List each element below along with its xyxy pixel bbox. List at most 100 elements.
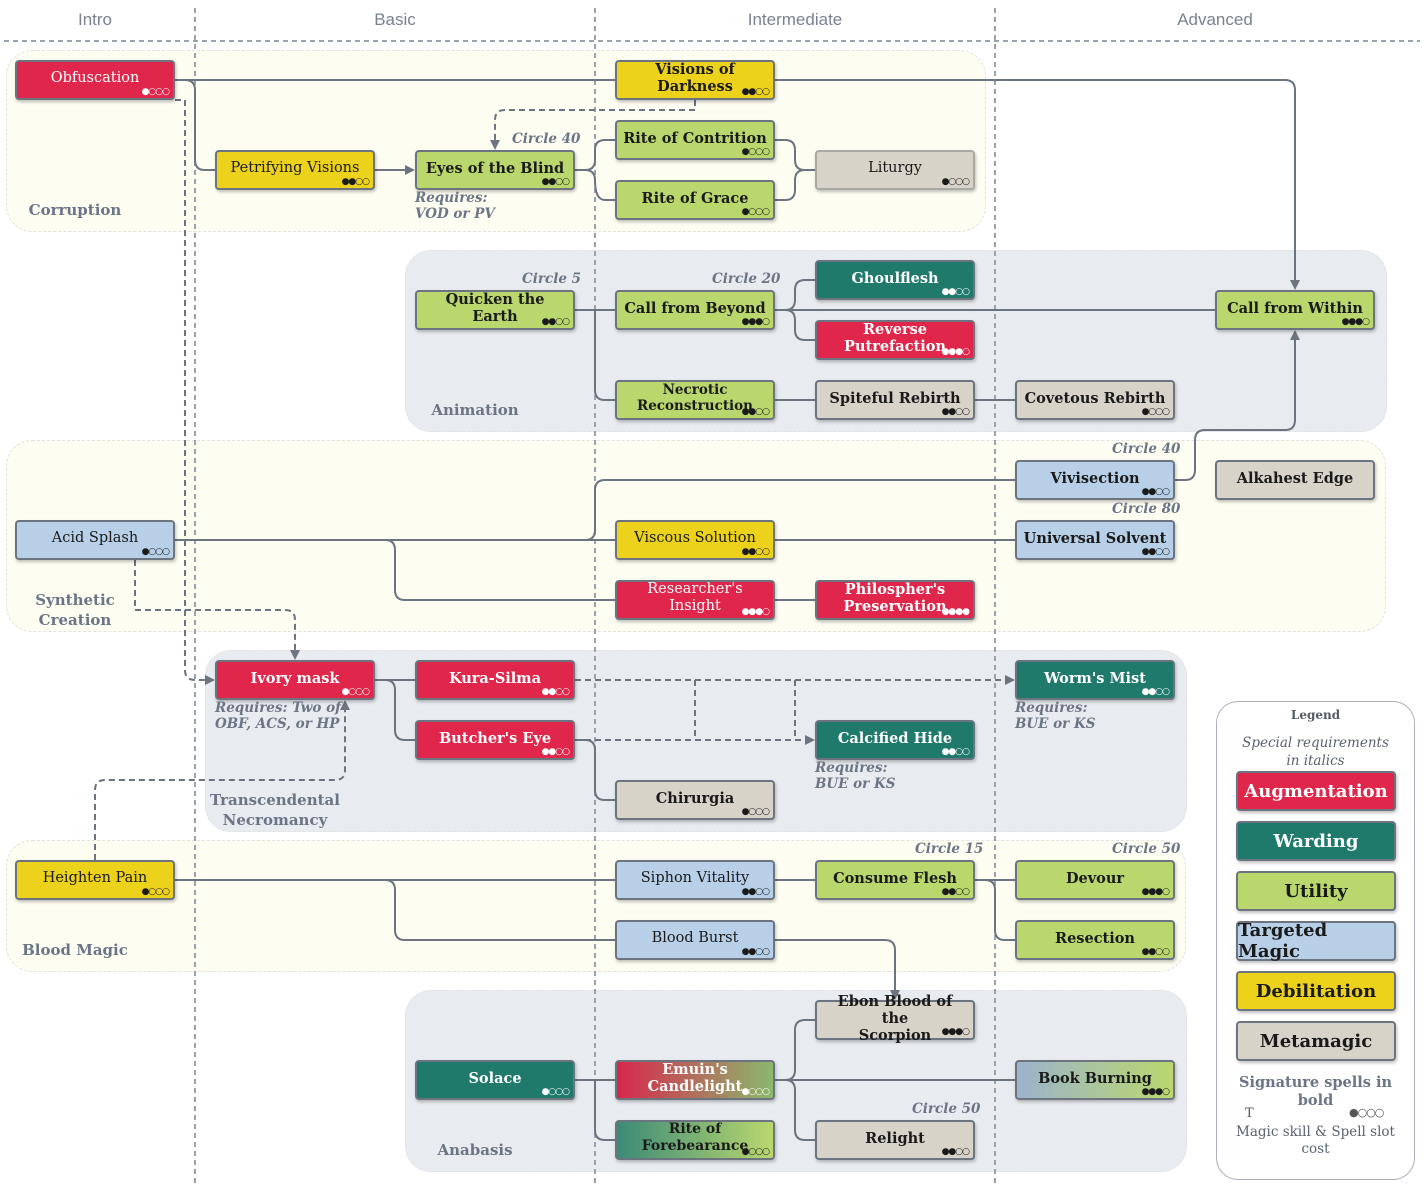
spell-visions-of-darkness[interactable]: Visions of Darkness ●●○○ [615, 60, 775, 100]
spell-label: Blood Burst [651, 929, 739, 946]
cost-dots: ●○○○ [741, 1087, 770, 1097]
spell-solace[interactable]: Solace ●○○○ [415, 1060, 575, 1100]
group-label-synthetic-creation: Synthetic Creation [35, 591, 115, 629]
note-circle-50-relight: Circle 50 [912, 1101, 981, 1117]
cost-dots: ●○○○ [541, 1087, 570, 1097]
cost-dots: ●●○○ [741, 87, 770, 97]
cost-dots: ●○○○ [141, 87, 170, 97]
spell-emuins-candlelight[interactable]: Emuin's Candlelight●○○○ [615, 1060, 775, 1100]
spell-label: Quicken the Earth [445, 291, 545, 325]
spell-ghoulflesh[interactable]: Ghoulflesh●●○○ [815, 260, 975, 300]
note-requires-ivory: Requires: Two of OBF, ACS, or HP [215, 700, 341, 732]
cost-dots: ●○○○ [741, 807, 770, 817]
spell-philosphers-preservation[interactable]: Philospher's Preservation●●●● [815, 580, 975, 620]
spell-devour[interactable]: Devour●●●○ [1015, 860, 1175, 900]
spell-call-from-beyond[interactable]: Call from Beyond●●●○ [615, 290, 775, 330]
spell-obfuscation[interactable]: Obfuscation●○○○ [15, 60, 175, 100]
spell-book-burning[interactable]: Book Burning●●●○ [1015, 1060, 1175, 1100]
spell-label: Solace [468, 1069, 522, 1087]
spell-label: Rite of Contrition [623, 129, 767, 147]
spell-siphon-vitality[interactable]: Siphon Vitality●●○○ [615, 860, 775, 900]
spell-label: Philospher's Preservation [843, 581, 947, 615]
note-circle-40-eyes: Circle 40 [512, 131, 581, 147]
note-circle-20: Circle 20 [712, 271, 781, 287]
spell-spiteful-rebirth[interactable]: Spiteful Rebirth●●○○ [815, 380, 975, 420]
group-blood-magic [6, 840, 1186, 972]
spell-vivisection[interactable]: Vivisection●●○○ [1015, 460, 1175, 500]
spell-label: Siphon Vitality [640, 869, 750, 886]
spell-liturgy[interactable]: Liturgy●○○○ [815, 150, 975, 190]
spell-petrifying-visions[interactable]: Petrifying Visions●●○○ [215, 150, 375, 190]
spell-blood-burst[interactable]: Blood Burst●●○○ [615, 920, 775, 960]
spell-kura-silma[interactable]: Kura-Silma●●○○ [415, 660, 575, 700]
spell-label: Universal Solvent [1023, 529, 1167, 547]
spell-relight[interactable]: Relight●●○○ [815, 1120, 975, 1160]
legend-signature-note: Signature spells in bold [1238, 1074, 1392, 1109]
cost-dots: ●●●○ [1341, 317, 1370, 327]
cost-dots: ●●●● [941, 607, 970, 617]
spell-alkahest-edge[interactable]: Alkahest Edge [1215, 460, 1375, 500]
spell-reverse-putrefaction[interactable]: Reverse Putrefaction●●●○ [815, 320, 975, 360]
spell-acid-splash[interactable]: Acid Splash●○○○ [15, 520, 175, 560]
spell-ivory-mask[interactable]: Ivory mask●○○○ [215, 660, 375, 700]
spell-quicken-the-earth[interactable]: Quicken the Earth●●○○ [415, 290, 575, 330]
legend-cost-dots: ●○○○ [1349, 1106, 1384, 1119]
column-title-intermediate: Intermediate [747, 10, 843, 29]
legend-note: Special requirements in italics [1242, 735, 1389, 769]
spell-label: Consume Flesh [833, 869, 957, 887]
spell-eyes-of-the-blind[interactable]: Eyes of the Blind●●○○ [415, 150, 575, 190]
legend-utility: Utility [1236, 871, 1396, 911]
cost-dots: ●○○○ [741, 207, 770, 217]
spell-label: Necrotic Reconstruction [636, 382, 753, 414]
legend-metamagic: Metamagic [1236, 1021, 1396, 1061]
spell-label: Viscous Solution [634, 529, 756, 546]
cost-dots: ●●○○ [541, 317, 570, 327]
spell-label: Petrifying Visions [230, 159, 360, 176]
cost-dots: ●●●○ [1141, 1087, 1170, 1097]
spell-resection[interactable]: Resection●●○○ [1015, 920, 1175, 960]
cost-dots: ●○○○ [1141, 407, 1170, 417]
spell-researchers-insight[interactable]: Researcher's Insight●●●○ [615, 580, 775, 620]
spell-calcified-hide[interactable]: Calcified Hide●●○○ [815, 720, 975, 760]
spell-rite-of-contrition[interactable]: Rite of Contrition●○○○ [615, 120, 775, 160]
spell-universal-solvent[interactable]: Universal Solvent●●○○ [1015, 520, 1175, 560]
spell-label: Worm's Mist [1044, 669, 1146, 687]
spell-label: Rite of Grace [641, 189, 749, 207]
spell-rite-of-forebearance[interactable]: Rite of Forebearance●○○○ [615, 1120, 775, 1160]
cost-dots: ●●○○ [1141, 687, 1170, 697]
note-requires-calcified-hide: Requires: BUE or KS [815, 760, 896, 792]
spell-label: Ebon Blood of the Scorpion [837, 992, 953, 1044]
spell-necrotic-reconstruction[interactable]: Necrotic Reconstruction●●○○ [615, 380, 775, 420]
note-circle-40-vivisection: Circle 40 [1112, 441, 1181, 457]
spell-viscous-solution[interactable]: Viscous Solution●●○○ [615, 520, 775, 560]
cost-dots: ●●○○ [341, 177, 370, 187]
spell-rite-of-grace[interactable]: Rite of Grace●○○○ [615, 180, 775, 220]
spell-label: Chirurgia [655, 789, 735, 807]
cost-dots: ●●○○ [941, 287, 970, 297]
spell-label: Emuin's Candlelight [647, 1061, 743, 1095]
spell-heighten-pain[interactable]: Heighten Pain●○○○ [15, 860, 175, 900]
cost-dots: ●●●○ [941, 347, 970, 357]
spell-label: Relight [865, 1129, 925, 1147]
cost-dots: ●○○○ [741, 147, 770, 157]
spell-butchers-eye[interactable]: Butcher's Eye●●○○ [415, 720, 575, 760]
legend-title: Legend [1290, 708, 1341, 722]
spell-consume-flesh[interactable]: Consume Flesh●●○○ [815, 860, 975, 900]
cost-dots: ●●○○ [941, 887, 970, 897]
spell-label: Butcher's Eye [438, 729, 552, 747]
cost-dots: ●●●○ [1141, 887, 1170, 897]
spell-label: Eyes of the Blind [425, 159, 565, 177]
cost-dots: ●●○○ [541, 177, 570, 187]
spell-label: Visions of Darkness [655, 61, 735, 95]
legend-t-letter: T [1245, 1106, 1254, 1121]
spell-label: Obfuscation [50, 69, 140, 86]
legend-targeted-magic: Targeted Magic [1236, 920, 1396, 962]
spell-ebon-blood-of-the-scorpion[interactable]: Ebon Blood of the Scorpion●●●○ [815, 993, 975, 1044]
spell-covetous-rebirth[interactable]: Covetous Rebirth●○○○ [1015, 380, 1175, 420]
spell-label: Rite of Forebearance [641, 1121, 749, 1154]
spell-worms-mist[interactable]: Worm's Mist●●○○ [1015, 660, 1175, 700]
spell-label: Call from Beyond [624, 299, 766, 317]
spell-call-from-within[interactable]: Call from Within●●●○ [1215, 290, 1375, 330]
spell-chirurgia[interactable]: Chirurgia ●○○○ [615, 780, 775, 820]
